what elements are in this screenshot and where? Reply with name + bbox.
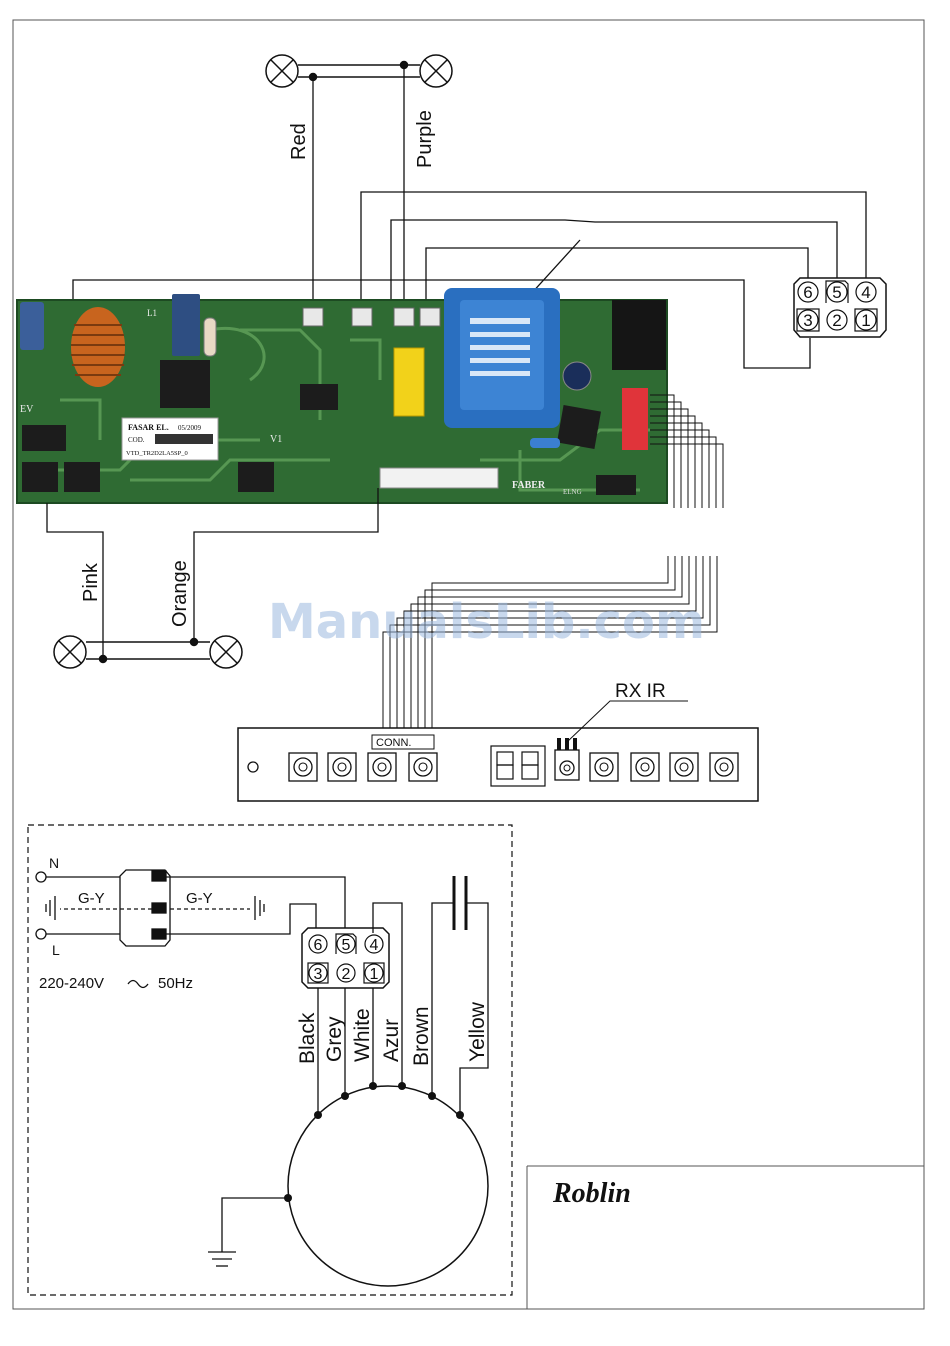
svg-text:FABER: FABER: [512, 480, 546, 491]
mains-plug: [36, 870, 345, 946]
connector-top-pin-5: 5: [826, 281, 848, 303]
keypad-button: [590, 753, 618, 781]
svg-text:V1: V1: [270, 434, 282, 445]
pcb-board: FASAR EL. 05/2009 COD. VTD_TR2D2LA5SP_0: [17, 288, 667, 503]
page-frame: [13, 20, 924, 1309]
watermark: ManualsLib.com: [268, 594, 705, 650]
svg-text:L1: L1: [147, 308, 157, 318]
label-azur: Azur: [380, 1019, 403, 1062]
label-l: L: [52, 942, 60, 958]
label-brown: Brown: [410, 1006, 433, 1066]
connector-bottom-pin-label: 4: [370, 937, 379, 954]
ic-mid: [300, 384, 338, 410]
pcb-sticker: FASAR EL. 05/2009 COD. VTD_TR2D2LA5SP_0: [122, 418, 218, 460]
connector-top: 6 5 4 3 2 1: [794, 278, 886, 337]
keypad-button: [710, 753, 738, 781]
seven-segment-display: [491, 746, 545, 786]
frequency-label: 50Hz: [158, 975, 193, 992]
svg-text:EV: EV: [20, 404, 34, 415]
conn-label: CONN.: [376, 737, 411, 749]
label-gy-1: G-Y: [78, 890, 105, 907]
connector-bottom-pin-label: 1: [370, 966, 379, 983]
keypad-button: [289, 753, 317, 781]
connector-top-pin-label: 2: [832, 311, 841, 330]
keypad-board: CONN. RX IR: [238, 681, 758, 801]
lamp-pair-bottom: [54, 636, 242, 668]
microcontroller: [557, 405, 601, 449]
relay-capacitor: [172, 294, 200, 356]
connector-top-pin-3: 3: [797, 309, 819, 331]
connector-bottom-pin-5: 5: [336, 934, 356, 954]
brand-logo: Roblin: [552, 1178, 631, 1209]
svg-text:VTD_TR2D2LA5SP_0: VTD_TR2D2LA5SP_0: [126, 450, 188, 457]
capacitor-blue-left: [20, 302, 44, 350]
connector-bottom-pin-label: 3: [314, 966, 323, 983]
connector-top-pin-label: 4: [861, 283, 870, 302]
resistor: [204, 318, 216, 356]
connector-top-pin-label: 6: [803, 283, 812, 302]
label-gy-2: G-Y: [186, 890, 213, 907]
capacitor-yellow: [394, 348, 424, 416]
label-pink: Pink: [80, 562, 102, 602]
label-n: N: [49, 855, 59, 871]
label-white: White: [351, 1008, 374, 1062]
connector-bottom-pin-label: 5: [342, 937, 351, 954]
connector-bottom-pin-1: 1: [364, 963, 384, 983]
rx-ir-label: RX IR: [615, 681, 666, 702]
motor-capacitor: [432, 876, 488, 1115]
connector-bottom: 6 5 4 3 2 1: [302, 928, 389, 988]
transformer: [444, 288, 560, 428]
svg-text:ELNG: ELNG: [563, 488, 582, 496]
keypad-button: [631, 753, 659, 781]
header-bottom: [596, 475, 636, 495]
connector-bottom-pin-label: 2: [342, 966, 351, 983]
connector-bottom-pin-3: 3: [308, 963, 328, 983]
connector-bottom-pin-label: 6: [314, 937, 323, 954]
label-grey: Grey: [323, 1016, 346, 1062]
crystal: [530, 438, 560, 448]
ribbon-connector-red: [622, 388, 648, 450]
keypad-button: [368, 753, 396, 781]
connector-top-pin-1: 1: [855, 309, 877, 331]
label-black: Black: [296, 1012, 319, 1064]
label-yellow: Yellow: [466, 1001, 489, 1062]
triac-heatsink: [160, 360, 210, 408]
svg-text:05/2009: 05/2009: [178, 424, 201, 432]
svg-text:COD.: COD.: [128, 436, 145, 444]
capacitor-electrolytic: [563, 362, 591, 390]
relay-black: [612, 300, 666, 370]
keypad-button: [328, 753, 356, 781]
connector-top-pin-label: 5: [832, 283, 841, 302]
keypad-button: [670, 753, 698, 781]
keypad-button: [409, 753, 437, 781]
voltage-label: 220-240V: [39, 975, 104, 992]
svg-text:FASAR EL.: FASAR EL.: [128, 423, 169, 432]
ac-symbol: [128, 981, 148, 988]
label-orange: Orange: [169, 560, 191, 627]
header-cn1: [380, 468, 498, 488]
connector-top-pin-label: 3: [803, 311, 812, 330]
connector-top-pin-label: 1: [861, 311, 870, 330]
coil-l1: [71, 307, 125, 387]
motor-terminals: [284, 1082, 464, 1202]
lamp-pair-top: [266, 55, 452, 87]
label-red: Red: [288, 123, 310, 160]
label-purple: Purple: [414, 110, 436, 168]
